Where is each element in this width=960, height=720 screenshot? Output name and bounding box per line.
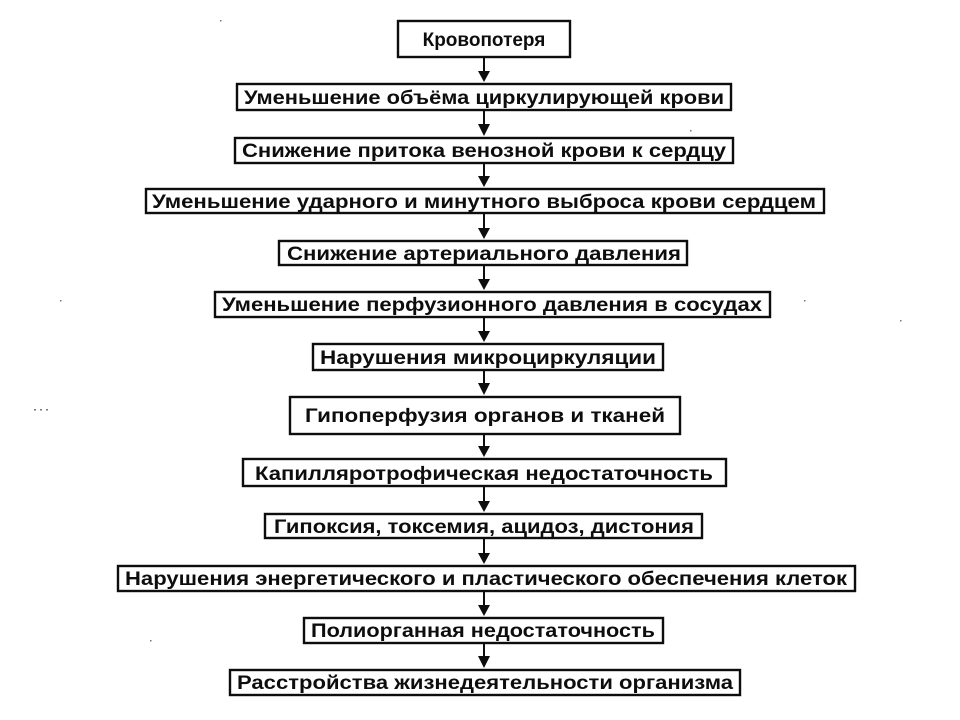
flow-step-4: Уменьшение ударного и минутного выброса … — [144, 187, 826, 215]
flow-step-1: Кровопотеря — [396, 19, 572, 59]
flow-step-6: Уменьшение перфузионного давления в сосу… — [213, 290, 772, 319]
flow-step-label: Уменьшение перфузионного давления в сосу… — [222, 295, 762, 316]
arrowhead-9 — [478, 501, 490, 512]
flow-step-5: Снижение артериального давления — [277, 239, 689, 267]
arrowhead-7 — [478, 383, 490, 395]
flow-step-label: Уменьшение объёма циркулирующей крови — [244, 88, 724, 109]
arrowhead-1 — [478, 71, 490, 82]
flow-step-label: Снижение притока венозной крови к сердцу — [242, 141, 726, 162]
flow-step-label: Снижение артериального давления — [287, 244, 681, 265]
arrowhead-10 — [478, 553, 490, 564]
flow-step-label: Полиорганная недостаточность — [311, 621, 655, 642]
flow-step-12: Полиорганная недостаточность — [302, 616, 665, 645]
flow-step-label: Нарушения энергетического и пластическог… — [125, 569, 848, 590]
flow-step-9: Капилляротрофическая недостаточность — [241, 457, 728, 488]
arrowhead-5 — [478, 279, 490, 290]
arrowhead-8 — [478, 446, 490, 457]
flow-step-label: Капилляротрофическая недостаточность — [255, 464, 713, 485]
flow-step-2: Уменьшение объёма циркулирующей крови — [235, 82, 733, 112]
arrowhead-3 — [478, 176, 490, 187]
flow-step-8: Гипоперфузия органов и тканей — [288, 395, 682, 436]
arrowhead-11 — [478, 605, 490, 616]
flow-step-11: Нарушения энергетического и пластическог… — [116, 564, 857, 593]
flow-step-label: Уменьшение ударного и минутного выброса … — [152, 192, 816, 213]
flow-step-label: Расстройства жизнедеятельности организма — [237, 673, 734, 694]
flow-step-label: Гипоперфузия органов и тканей — [305, 406, 665, 427]
flow-step-3: Снижение притока венозной крови к сердцу — [233, 136, 735, 165]
flow-step-10: Гипоксия, токсемия, ацидоз, дистония — [263, 512, 704, 540]
arrowhead-12 — [478, 656, 490, 668]
arrowhead-4 — [478, 228, 490, 239]
arrowhead-2 — [478, 124, 490, 136]
flow-steps: Кровопотеря Уменьшение объёма циркулирую… — [116, 19, 857, 697]
arrowhead-6 — [478, 331, 490, 342]
scan-noise — [34, 20, 902, 642]
flow-step-label: Кровопотеря — [423, 30, 546, 51]
connector-arrows — [478, 57, 490, 668]
flow-step-label: Гипоксия, токсемия, ацидоз, дистония — [274, 517, 694, 538]
flow-step-label: Нарушения микроциркуляции — [320, 348, 656, 369]
flow-step-13: Расстройства жизнедеятельности организма — [228, 668, 742, 697]
flow-step-7: Нарушения микроциркуляции — [311, 342, 665, 372]
